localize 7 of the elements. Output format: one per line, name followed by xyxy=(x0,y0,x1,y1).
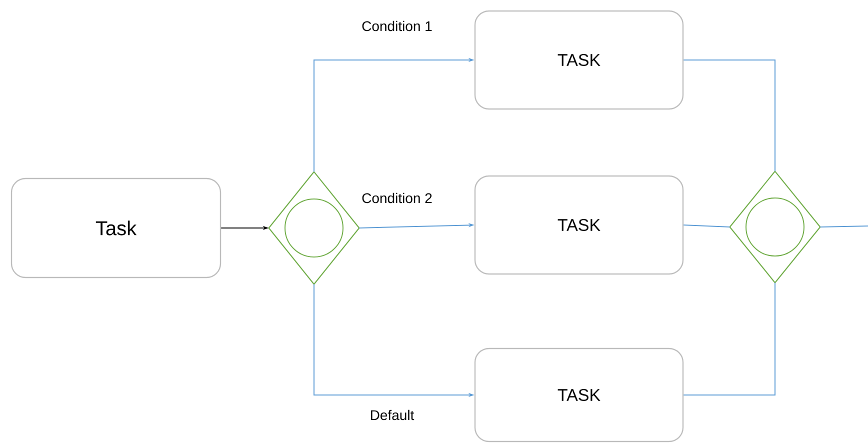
task-box: TASK xyxy=(474,348,684,442)
task-box: TASK xyxy=(474,10,684,110)
task-box: Task xyxy=(10,178,222,278)
edge-label: Condition 2 xyxy=(360,192,434,204)
task-box: TASK xyxy=(474,175,684,275)
edge-label: Default xyxy=(368,408,416,422)
edge-label: Condition 1 xyxy=(360,20,434,32)
